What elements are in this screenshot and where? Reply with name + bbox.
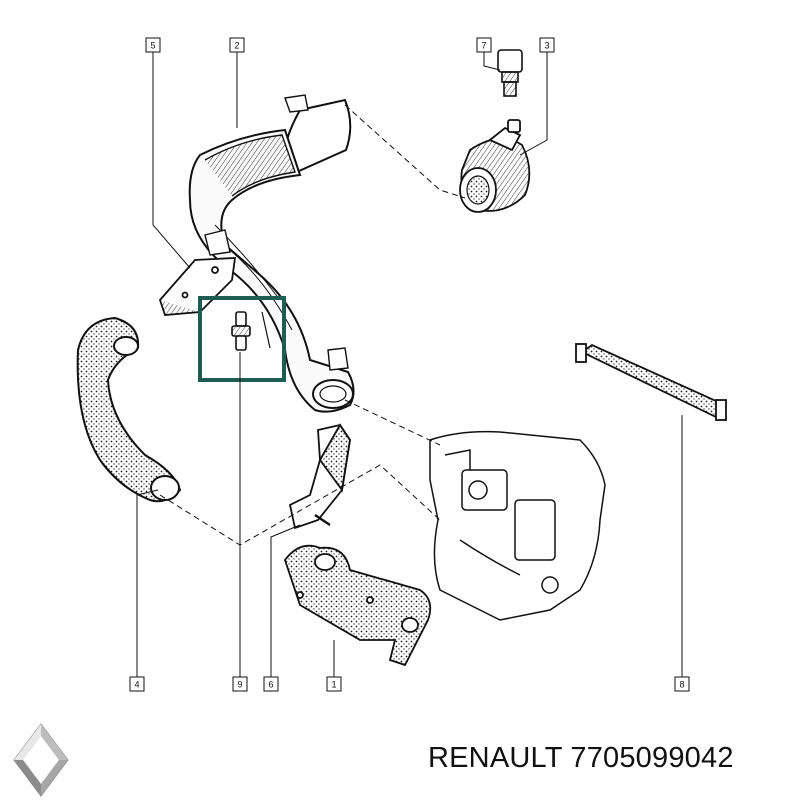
svg-text:5: 5 [150,41,155,51]
renault-diamond-logo [13,723,69,797]
svg-text:3: 3 [544,41,549,51]
callout-7: 7 [476,37,492,53]
callout-5: 5 [145,37,161,53]
leader-lines [136,52,683,677]
svg-text:1: 1 [331,680,336,690]
sensor-housing-part-3 [459,119,531,213]
callout-2: 2 [229,37,245,53]
intake-hose-part-2 [188,94,355,413]
fastener-part-9 [198,296,286,382]
svg-text:9: 9 [237,680,242,690]
mounting-bracket-part-6 [288,423,351,530]
highlight-box [198,296,286,382]
svg-text:7: 7 [481,41,486,51]
engine-block-outline [429,430,606,621]
bracket-part-5 [158,257,237,316]
callout-6: 6 [263,676,279,692]
part-number: 7705099042 [570,742,734,774]
svg-text:4: 4 [134,680,139,690]
svg-text:8: 8 [679,680,684,690]
svg-text:6: 6 [268,680,273,690]
part-caption: RENAULT 7705099042 [428,742,734,775]
mount-plate-part-1 [283,544,432,667]
turbo-hose-part-4 [76,316,182,503]
strap-part-8 [575,343,727,421]
callout-1: 1 [326,676,342,692]
svg-text:2: 2 [234,41,239,51]
callout-4: 4 [129,676,145,692]
callout-9: 9 [232,676,248,692]
sensor-part-7 [497,49,523,97]
callout-8: 8 [674,676,690,692]
callout-3: 3 [539,37,555,53]
brand-name: RENAULT [428,742,563,774]
